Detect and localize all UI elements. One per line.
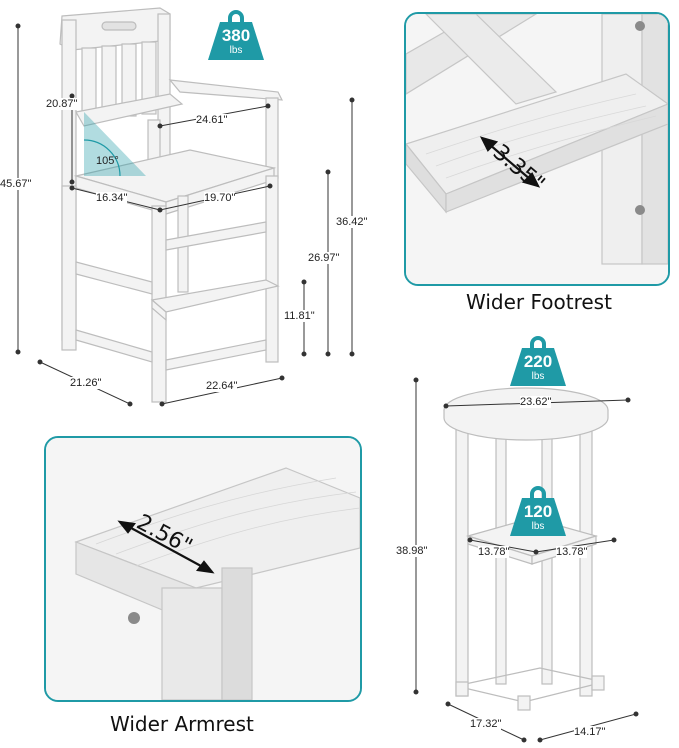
footrest-closeup-illustration (406, 14, 668, 284)
chair-angle-label: 105° (96, 155, 119, 167)
kettlebell-icon (510, 486, 566, 536)
table-shelf-left-label: 13.78" (478, 546, 510, 558)
chair-footrest-height-label: 11.81" (284, 310, 315, 322)
table-top-weight-unit: lbs (531, 371, 545, 382)
armrest-caption: Wider Armrest (110, 712, 254, 736)
table-top-diameter-label: 23.62" (520, 396, 552, 408)
kettlebell-icon (208, 10, 264, 60)
chair-weight-unit: lbs (229, 45, 243, 56)
table-shelf-right-label: 13.78" (556, 546, 588, 558)
chair-base-width-label: 22.64" (206, 380, 238, 392)
recline-angle-indicator (84, 112, 146, 176)
armrest-closeup-illustration (46, 438, 360, 700)
chair-weight-value: 380 (221, 26, 251, 45)
chair-seat-depth-label: 16.34" (96, 192, 128, 204)
kettlebell-icon (510, 336, 566, 386)
chair-seat-to-floor-label: 26.97" (308, 252, 340, 264)
armrest-detail-panel: 2.56" (44, 436, 362, 702)
table-top-weight-badge: 220 lbs (506, 330, 570, 388)
table-shelf-weight-badge: 120 lbs (506, 480, 570, 538)
chair-weight-badge: 380 lbs (204, 4, 268, 62)
table-base-width-label: 14.17" (574, 726, 606, 738)
table-shelf-weight-unit: lbs (531, 521, 545, 532)
table-shelf-weight-value: 120 (523, 502, 553, 521)
chair-seat-width-label: 19.70" (204, 192, 236, 204)
chair-total-height-label: 45.67" (0, 178, 32, 190)
bar-chair-illustration (59, 7, 284, 403)
table-base-depth-label: 17.32" (470, 718, 502, 730)
chair-arm-to-floor-label: 36.42" (336, 216, 368, 228)
chair-base-depth-label: 21.26" (70, 377, 102, 389)
footrest-detail-panel: 3.35" (404, 12, 670, 286)
table-top-weight-value: 220 (523, 352, 553, 371)
bar-table-illustration (443, 387, 609, 711)
table-height-label: 38.98" (396, 545, 428, 557)
footrest-caption: Wider Footrest (466, 290, 612, 314)
chair-arm-width-label: 24.61" (196, 114, 228, 126)
chair-back-height-label: 20.87" (46, 98, 78, 110)
